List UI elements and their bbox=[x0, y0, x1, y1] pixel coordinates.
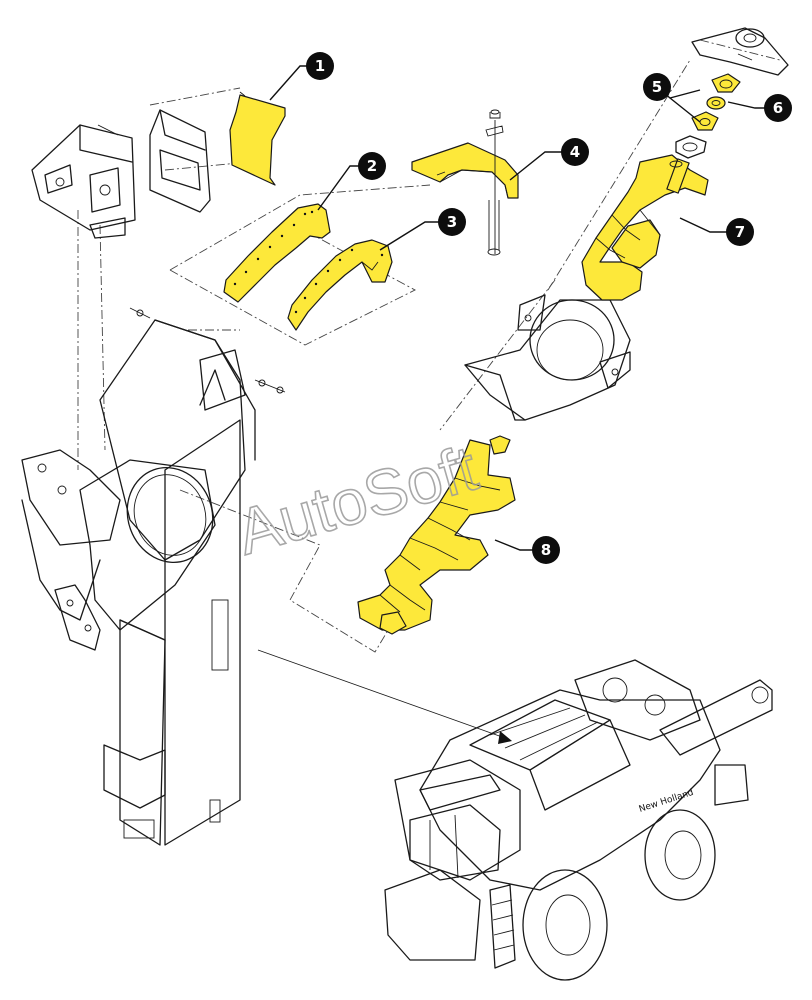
callout-8-label: 8 bbox=[541, 541, 551, 559]
combine-harvester: New Holland bbox=[257, 649, 773, 981]
part-5-bearing-plate bbox=[691, 73, 741, 131]
callout-4-label: 4 bbox=[570, 143, 580, 161]
part-3-shield bbox=[287, 239, 393, 331]
callout-7: 7 bbox=[726, 218, 754, 246]
callout-4: 4 bbox=[561, 138, 589, 166]
callout-1: 1 bbox=[306, 52, 334, 80]
callout-6: 6 bbox=[764, 94, 792, 122]
bearing-flange bbox=[675, 135, 707, 159]
auger-housing bbox=[464, 294, 631, 421]
gearbox-assembly bbox=[31, 109, 211, 239]
unloading-tube-assembly bbox=[21, 307, 286, 846]
part-7-upper-auger bbox=[581, 154, 709, 301]
part-8-lower-auger bbox=[357, 435, 516, 635]
callout-1-label: 1 bbox=[315, 57, 325, 75]
callout-3: 3 bbox=[438, 208, 466, 236]
part-6-bearing-ring bbox=[706, 96, 726, 110]
callout-8: 8 bbox=[532, 536, 560, 564]
callout-6-label: 6 bbox=[773, 99, 783, 117]
callout-3-label: 3 bbox=[447, 213, 457, 231]
part-1-plate bbox=[229, 91, 286, 186]
top-bracket bbox=[691, 27, 789, 76]
callout-5-label: 5 bbox=[652, 78, 662, 96]
callout-2-label: 2 bbox=[367, 157, 377, 175]
callout-2: 2 bbox=[358, 152, 386, 180]
bolt-assembly bbox=[485, 109, 504, 256]
callout-7-label: 7 bbox=[735, 223, 745, 241]
part-2-shield bbox=[223, 203, 331, 303]
callout-5: 5 bbox=[643, 73, 671, 101]
part-4-cover bbox=[411, 142, 519, 199]
